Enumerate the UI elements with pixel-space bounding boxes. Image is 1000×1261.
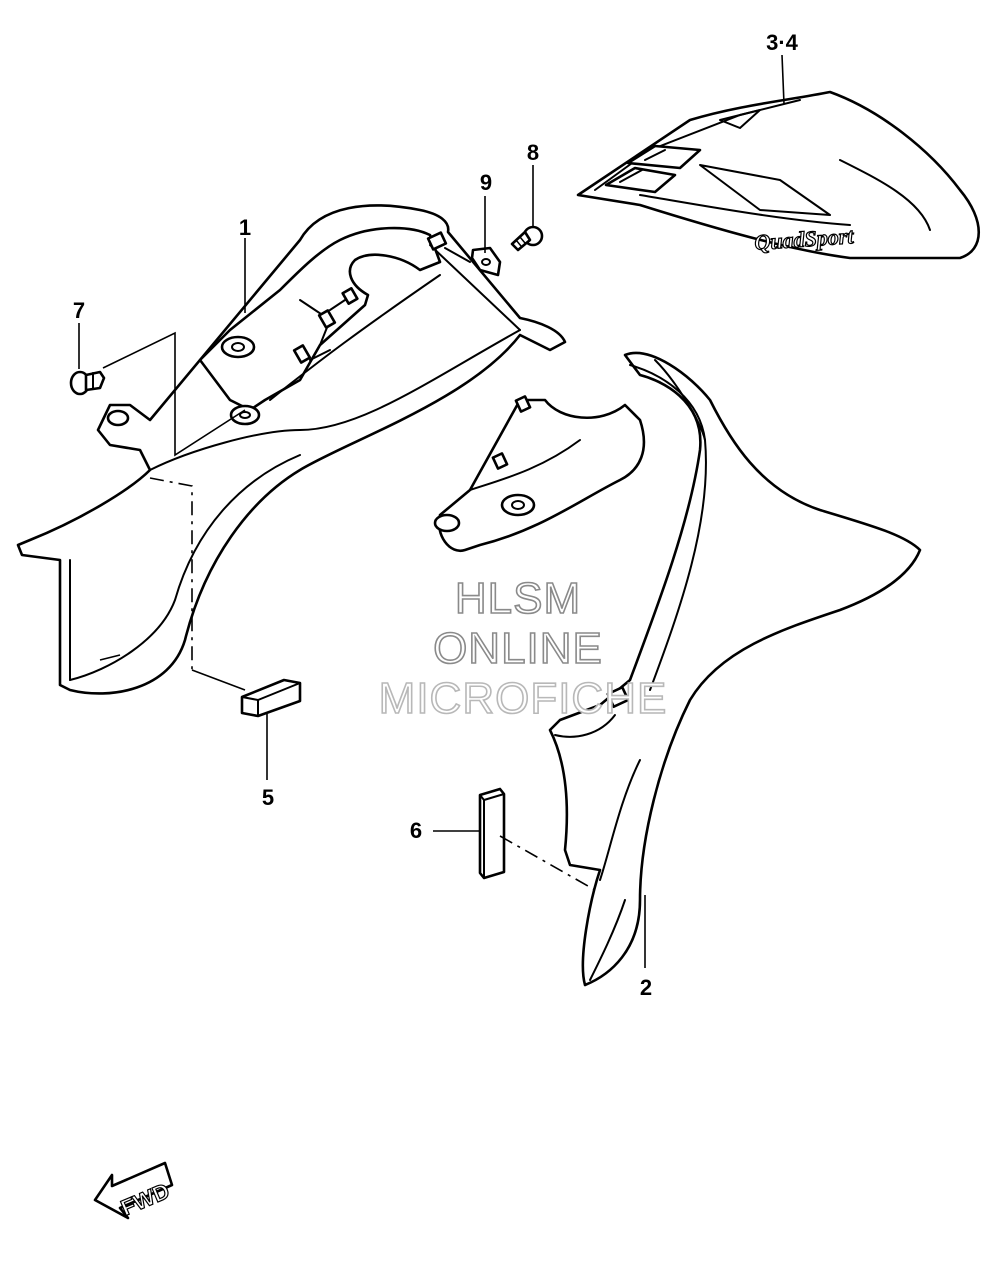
callout-6: 6 [410,818,422,843]
part-1-bracket[interactable] [16,204,567,695]
callout-1: 1 [239,215,251,240]
part-2-side-panel[interactable] [433,351,922,987]
leader-lines [78,54,785,968]
watermark: HLSM ONLINE MICROFICHE [378,573,668,724]
watermark-line-3: MICROFICHE [379,674,668,723]
part-6-pad[interactable] [478,787,506,880]
part-7-rivet[interactable] [69,370,106,396]
watermark-line-2: ONLINE [433,624,603,673]
callout-labels: 1 2 3·4 5 6 7 8 9 [73,30,799,1000]
watermark-line-1: HLSM [455,574,581,623]
part-9-clip-nut[interactable] [470,246,502,277]
callout-5: 5 [262,785,274,810]
callout-2: 2 [640,975,652,1000]
callout-7: 7 [73,298,85,323]
part-5-pad[interactable] [240,678,302,718]
callout-9: 9 [480,170,492,195]
callout-3-4: 3·4 [766,30,799,55]
forward-arrow-icon: FWD [93,1161,174,1221]
callout-8: 8 [527,140,539,165]
part-8-screw[interactable] [510,225,544,252]
part-3-4-decal[interactable]: QuadSport [576,90,981,260]
